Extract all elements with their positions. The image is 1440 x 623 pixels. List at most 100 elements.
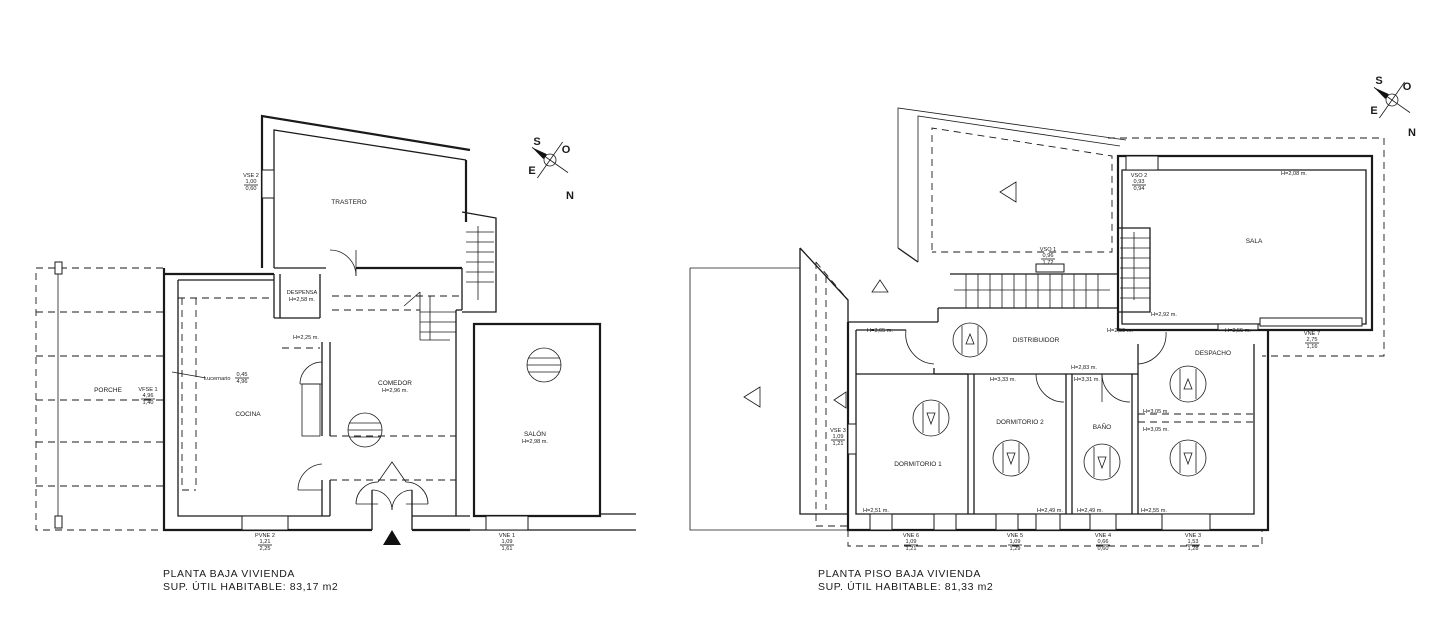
- ground-floor-overhead-lines: [178, 295, 462, 491]
- arrow-up-icon: [871, 279, 889, 293]
- ground-floor-walls: [162, 268, 636, 532]
- compass-o: O: [562, 144, 571, 156]
- upper-floor-stair: [950, 227, 1151, 313]
- opening-height: 1,72: [1043, 260, 1054, 266]
- opening-width: 0,93: [1134, 179, 1145, 185]
- ceiling-height-label: H=2,49 m.: [1037, 508, 1063, 514]
- room-label-despensa: DESPENSA: [287, 290, 318, 296]
- skylight-icon: [1083, 443, 1121, 481]
- opening-height: 1,29: [1010, 546, 1021, 552]
- skylight-icon: [912, 399, 950, 437]
- opening-label-vne3: VNE 3 1,53 1,28: [1185, 533, 1201, 552]
- ceiling-height-label: H=2,55 m.: [1225, 328, 1251, 334]
- ceiling-height-label: H=2,92 m.: [1151, 312, 1177, 318]
- opening-height: 1,21: [906, 546, 917, 552]
- opening-name: VNE 4: [1095, 533, 1111, 539]
- opening-label-vse3: VSE 3 1,09 1,21: [830, 428, 846, 447]
- arrow-left-icon: [999, 181, 1017, 203]
- ceiling-height-sala: H=2,08 m.: [1281, 171, 1307, 177]
- compass-n: N: [1408, 127, 1416, 139]
- opening-label-vne1: VNE 1 1,09 1,61: [499, 533, 515, 552]
- opening-height: 4,96: [237, 379, 248, 385]
- opening-label-vso1: VSO 1 0,96 1,72: [1040, 247, 1056, 266]
- entrance-doors: [355, 461, 429, 530]
- opening-label-vne5: VNE 5 1,09 1,29: [1007, 533, 1023, 552]
- ceiling-height-label: H=3,05 m.: [1143, 427, 1169, 433]
- skylight-icon: [347, 412, 383, 448]
- room-label-cocina: COCINA: [235, 411, 261, 418]
- lucernario-label: Lucernario: [204, 376, 230, 382]
- ground-floor-title: PLANTA BAJA VIVIENDA: [163, 568, 295, 580]
- opening-width: 0,66: [1098, 539, 1109, 545]
- compass-e: E: [1370, 105, 1377, 117]
- opening-label-vne6: VNE 6 1,09 1,21: [903, 533, 919, 552]
- opening-width: 1,09: [906, 539, 917, 545]
- ground-floor-plan: TRASTERO DESPENSA H=2,58 m. H=2,25 m. PO…: [35, 114, 636, 593]
- compass-e: E: [528, 165, 535, 177]
- opening-height: 2,25: [260, 546, 271, 552]
- skylight-icon: [1169, 439, 1207, 477]
- ceiling-height-label: H=3,65 m.: [867, 328, 893, 334]
- opening-name: VSO 2: [1131, 173, 1147, 179]
- opening-width: 1,53: [1188, 539, 1199, 545]
- entrance-arrow-icon: [383, 530, 401, 545]
- room-label-porche: PORCHE: [94, 387, 122, 394]
- opening-height: 0,60: [1098, 546, 1109, 552]
- opening-name: VNE 1: [499, 533, 515, 539]
- opening-name: VNE 6: [903, 533, 919, 539]
- opening-name: PVNE 2: [255, 533, 275, 539]
- ceiling-height-label: H=3,05 m.: [1143, 409, 1169, 415]
- ceiling-height-despensa: H=2,58 m.: [289, 297, 315, 303]
- ceiling-height-label: H=2,49 m.: [1077, 508, 1103, 514]
- opening-width: 1,09: [833, 434, 844, 440]
- ceiling-height-label: H=2,55 m.: [1141, 508, 1167, 514]
- opening-height: 0,60: [246, 186, 257, 192]
- ceiling-height-label: H=2,59 m.: [1107, 328, 1133, 334]
- ceiling-height-salon: H=2,98 m.: [522, 439, 548, 445]
- opening-name: VSE 2: [243, 173, 259, 179]
- ceiling-height-label: H=2,25 m.: [293, 335, 319, 341]
- opening-label-vse2: VSE 2 1,00 0,60: [243, 173, 259, 192]
- trastero-room: [260, 114, 471, 277]
- room-label-bano: BAÑO: [1093, 422, 1111, 431]
- skylight-icon: [992, 439, 1030, 477]
- ground-floor-windows: [241, 169, 529, 531]
- opening-name: VFSE 1: [138, 387, 157, 393]
- opening-name: VNE 3: [1185, 533, 1201, 539]
- ceiling-height-comedor: H=2,96 m.: [382, 388, 408, 394]
- compass-o: O: [1403, 81, 1412, 93]
- opening-label-vso2: VSO 2 0,93 0,94: [1131, 173, 1147, 192]
- opening-height: 1,40: [143, 400, 154, 406]
- opening-height: 1,61: [502, 546, 513, 552]
- opening-width: 1,09: [502, 539, 513, 545]
- opening-width: 1,09: [1010, 539, 1021, 545]
- upper-floor-outline: [689, 247, 1263, 547]
- opening-label-lucernario: 0,45 4,96: [235, 372, 249, 385]
- upper-floor-windows: [847, 423, 1211, 531]
- compass-s: S: [533, 136, 540, 148]
- opening-width: 1,00: [246, 179, 257, 185]
- sala-room: [1108, 137, 1385, 357]
- compass-rose-icon: [1373, 81, 1411, 119]
- upper-floor-plan: SALA H=2,08 m. H=2,92 m. DISTRIBUIDOR H=…: [689, 107, 1385, 593]
- opening-width: 0,45: [237, 372, 248, 378]
- opening-width: 0,96: [1043, 253, 1054, 259]
- opening-height: 1,21: [833, 441, 844, 447]
- room-label-despacho: DESPACHO: [1195, 350, 1231, 357]
- opening-height: 0,94: [1134, 186, 1145, 192]
- opening-label-vne7: VNE 7 2,75 1,16: [1304, 331, 1320, 350]
- skylight-icon: [1169, 365, 1207, 403]
- room-label-dormitorio-1: DORMITORIO 1: [894, 461, 942, 468]
- opening-width: 1,21: [260, 539, 271, 545]
- ceiling-height-label: H=3,31 m.: [1074, 377, 1100, 383]
- opening-width: 4,96: [143, 393, 154, 399]
- upper-floor-area: SUP. ÚTIL HABITABLE: 81,33 m2: [818, 580, 993, 593]
- opening-name: VSO 1: [1040, 247, 1056, 253]
- ceiling-height-label: H=3,33 m.: [990, 377, 1016, 383]
- opening-name: VNE 7: [1304, 331, 1320, 337]
- compass-s: S: [1375, 75, 1382, 87]
- room-label-comedor: COMEDOR: [378, 380, 412, 387]
- upper-floor-title: PLANTA PISO BAJA VIVIENDA: [818, 568, 981, 580]
- opening-label-vne4: VNE 4 0,66 0,60: [1095, 533, 1111, 552]
